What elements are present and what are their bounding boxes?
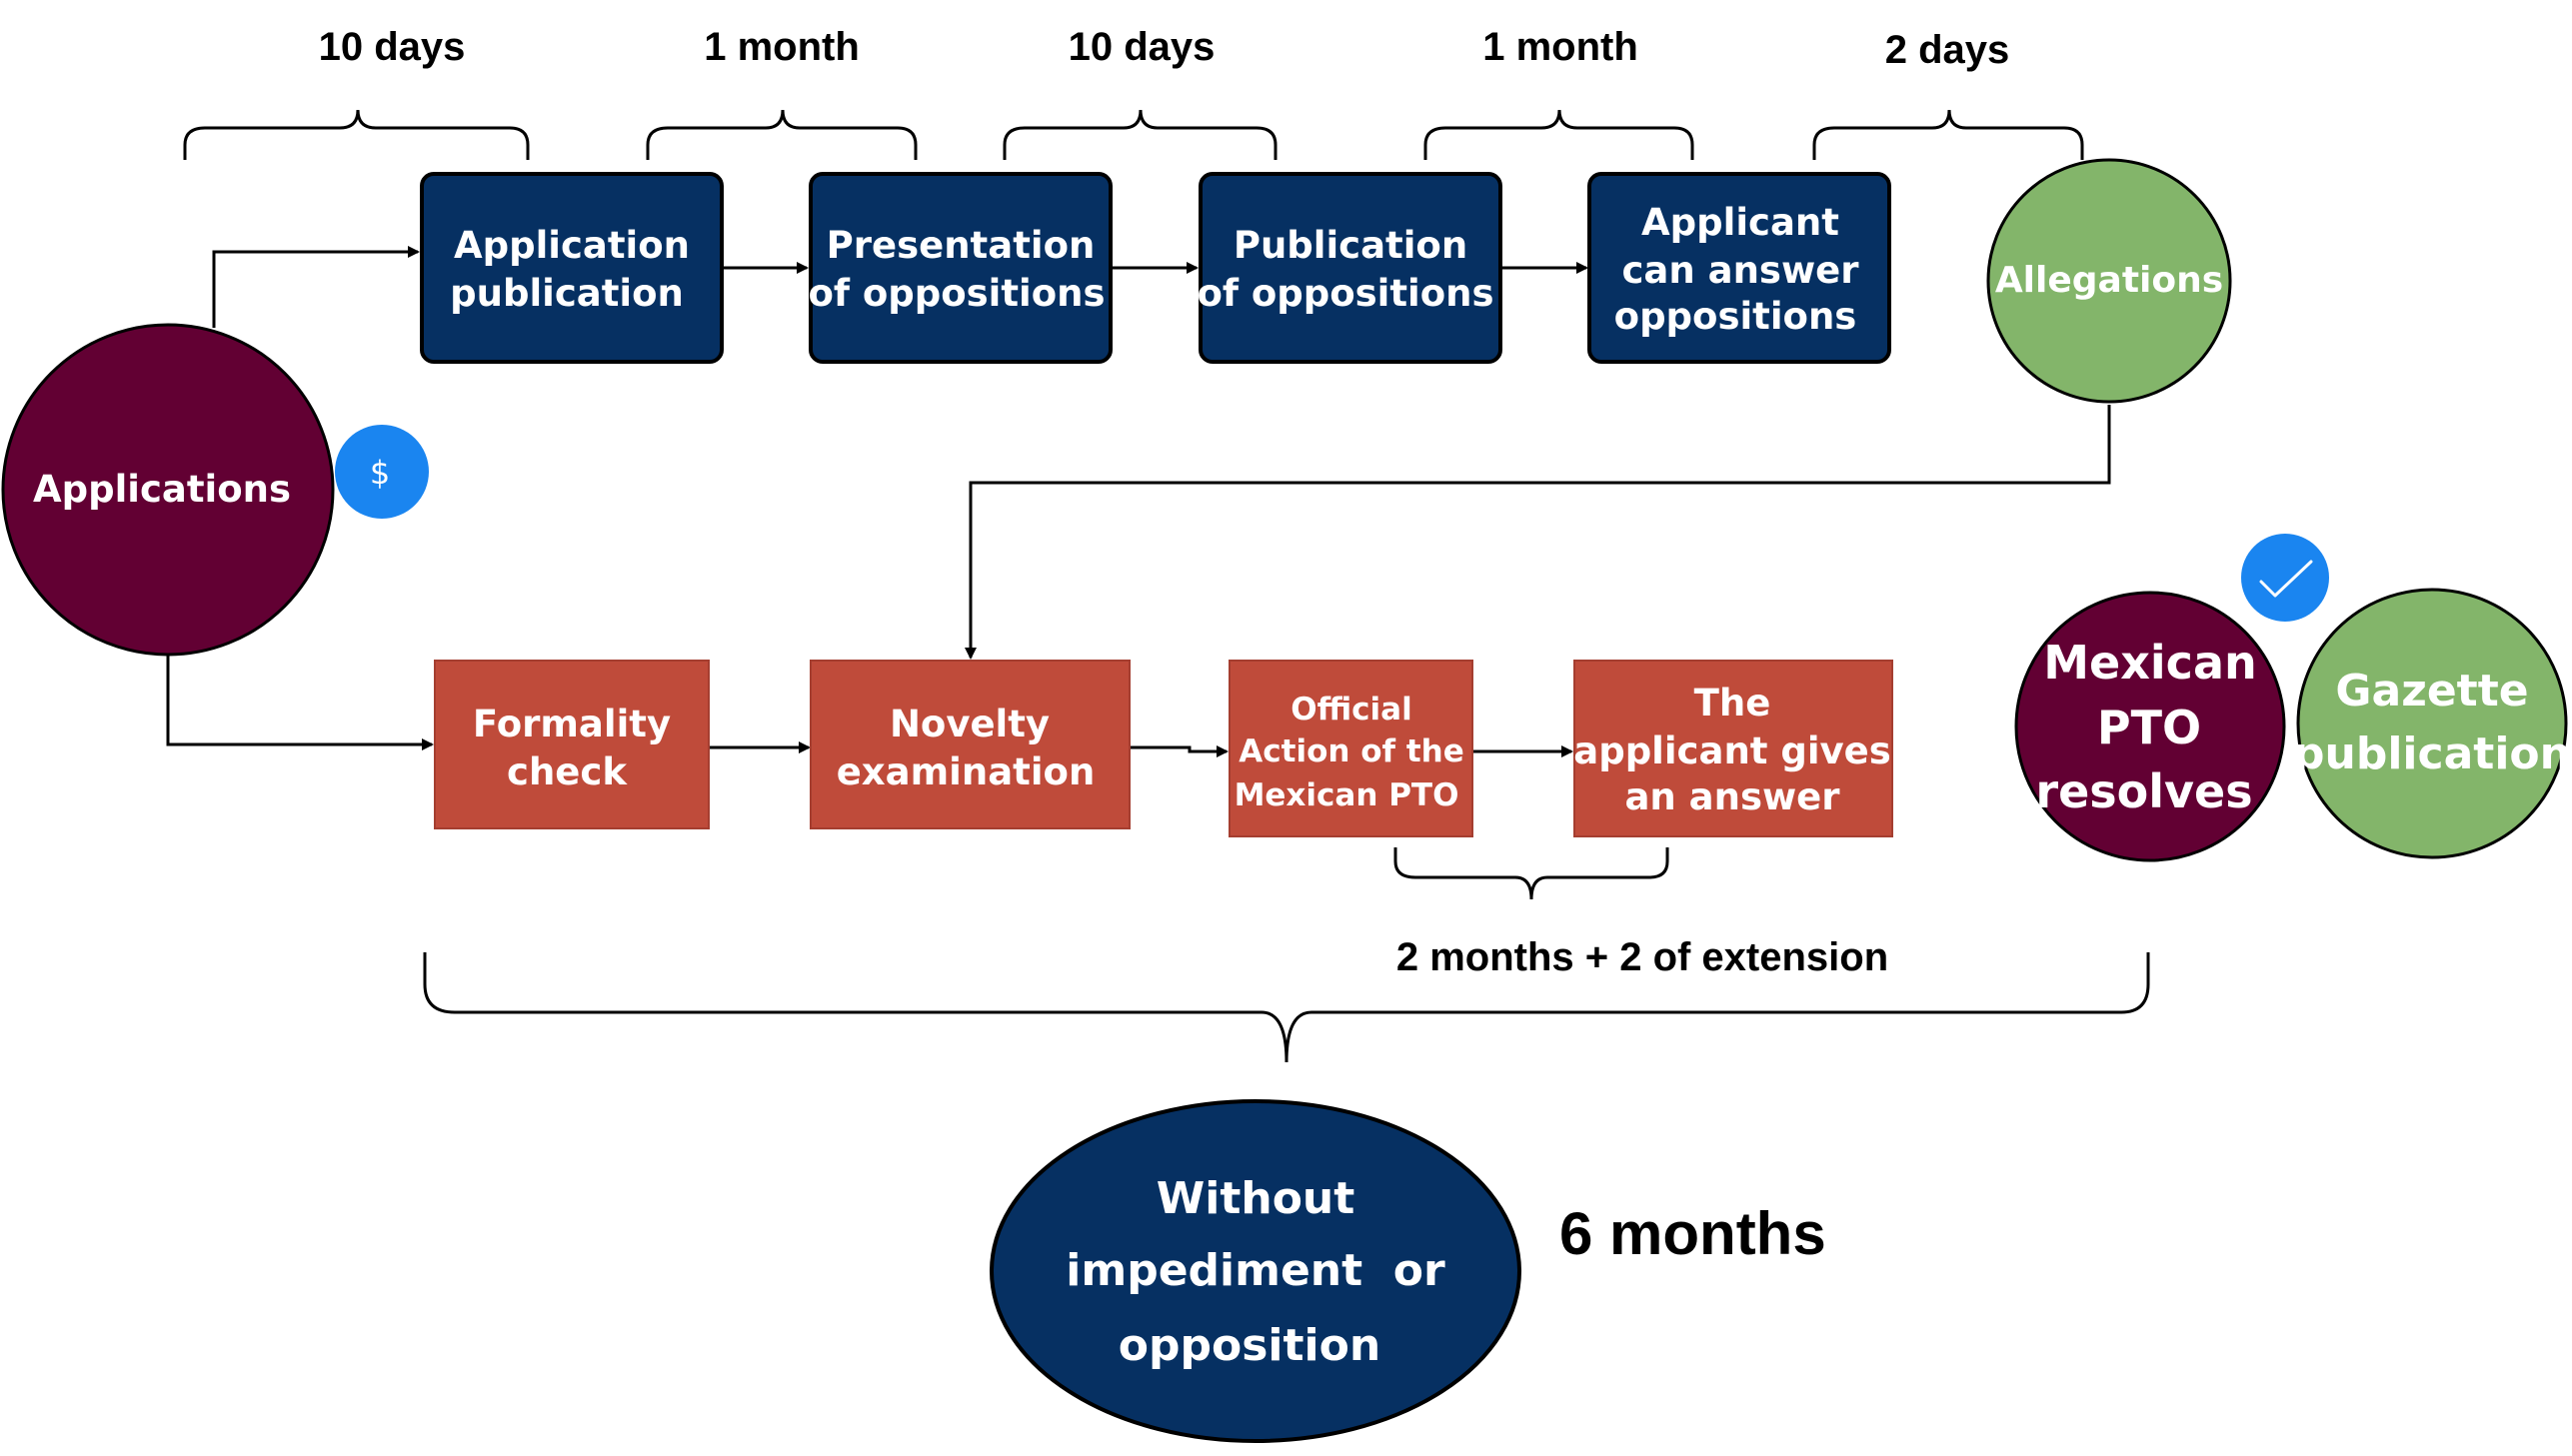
official-action-line-1: Official bbox=[1290, 692, 1411, 728]
official-action-node: Official Action of the Mexican PTO bbox=[1230, 661, 1472, 836]
applications-label: Applications bbox=[33, 468, 291, 511]
applicant-answer-box-line-1: The bbox=[1694, 682, 1771, 725]
summary-line-2: impediment or bbox=[1066, 1245, 1445, 1296]
applicant-answer-line-2: can answer bbox=[1622, 249, 1860, 292]
checkmark-icon bbox=[2241, 534, 2329, 622]
application-publication-node: Application publication bbox=[422, 174, 722, 362]
brace-total-period bbox=[425, 952, 2148, 1062]
applications-node: Applications bbox=[3, 325, 333, 655]
applicant-answer-box-line-2: applicant gives bbox=[1573, 729, 1891, 772]
applicant-can-answer-node: Applicant can answer oppositions bbox=[1589, 174, 1889, 362]
formality-check-line-1: Formality bbox=[473, 703, 671, 745]
presentation-line-2: of oppositions bbox=[808, 272, 1105, 315]
answer-period-label: 2 months + 2 of extension bbox=[1396, 935, 1888, 979]
brace-top-1 bbox=[185, 110, 528, 160]
novelty-examination-node: Novelty examination bbox=[811, 661, 1130, 828]
allegations-label: Allegations bbox=[1995, 260, 2223, 301]
duration-label-5: 2 days bbox=[1885, 28, 2010, 72]
duration-label-3: 10 days bbox=[1069, 25, 1216, 69]
applicant-answer-node: The applicant gives an answer bbox=[1573, 661, 1892, 836]
brace-top-3 bbox=[1005, 110, 1276, 160]
gazette-line-1: Gazette bbox=[2335, 666, 2528, 717]
applicant-answer-line-1: Applicant bbox=[1641, 201, 1839, 244]
presentation-line-1: Presentation bbox=[827, 224, 1096, 267]
duration-label-2: 1 month bbox=[704, 25, 860, 69]
duration-label-1: 10 days bbox=[319, 25, 466, 69]
dollar-icon-symbol: $ bbox=[370, 454, 390, 492]
formality-check-line-2: check bbox=[507, 750, 628, 793]
total-duration-label: 6 months bbox=[1559, 1200, 1826, 1267]
application-publication-line-1: Application bbox=[454, 224, 690, 267]
application-publication-line-2: publication bbox=[450, 272, 684, 315]
allegations-node: Allegations bbox=[1988, 160, 2230, 402]
connector-bottom-2 bbox=[1130, 747, 1227, 751]
mexican-pto-line-3: resolves bbox=[2035, 764, 2252, 818]
brace-answer-period bbox=[1395, 847, 1667, 899]
duration-label-4: 1 month bbox=[1482, 25, 1638, 69]
novelty-line-2: examination bbox=[837, 750, 1096, 793]
connector-allegations-to-novelty bbox=[971, 405, 2109, 658]
brace-top-4 bbox=[1425, 110, 1692, 160]
without-impediment-node: Without impediment or opposition bbox=[992, 1101, 1519, 1441]
applicant-answer-line-3: oppositions bbox=[1614, 295, 1857, 338]
gazette-line-2: publication bbox=[2293, 728, 2571, 779]
publication-oppositions-line-1: Publication bbox=[1234, 224, 1467, 267]
connector-applications-to-formality bbox=[168, 652, 432, 744]
publication-oppositions-line-2: of oppositions bbox=[1197, 272, 1493, 315]
mexican-pto-line-1: Mexican bbox=[2043, 636, 2256, 690]
dollar-icon: $ bbox=[335, 425, 429, 519]
applicant-answer-box-line-3: an answer bbox=[1624, 775, 1840, 818]
connector-applications-to-publication bbox=[214, 252, 418, 328]
official-action-line-2: Action of the bbox=[1239, 733, 1463, 769]
brace-top-5 bbox=[1814, 110, 2082, 160]
presentation-of-oppositions-node: Presentation of oppositions bbox=[808, 174, 1111, 362]
brace-top-2 bbox=[648, 110, 916, 160]
mexican-pto-line-2: PTO bbox=[2097, 701, 2201, 754]
official-action-line-3: Mexican PTO bbox=[1235, 777, 1459, 813]
summary-line-3: opposition bbox=[1119, 1320, 1380, 1371]
summary-line-1: Without bbox=[1157, 1173, 1355, 1224]
novelty-line-1: Novelty bbox=[890, 703, 1050, 745]
publication-of-oppositions-node: Publication of oppositions bbox=[1197, 174, 1500, 362]
mexican-pto-resolves-node: Mexican PTO resolves bbox=[2016, 593, 2284, 860]
gazette-publication-node: Gazette publication bbox=[2293, 590, 2571, 857]
formality-check-node: Formality check bbox=[435, 661, 709, 828]
